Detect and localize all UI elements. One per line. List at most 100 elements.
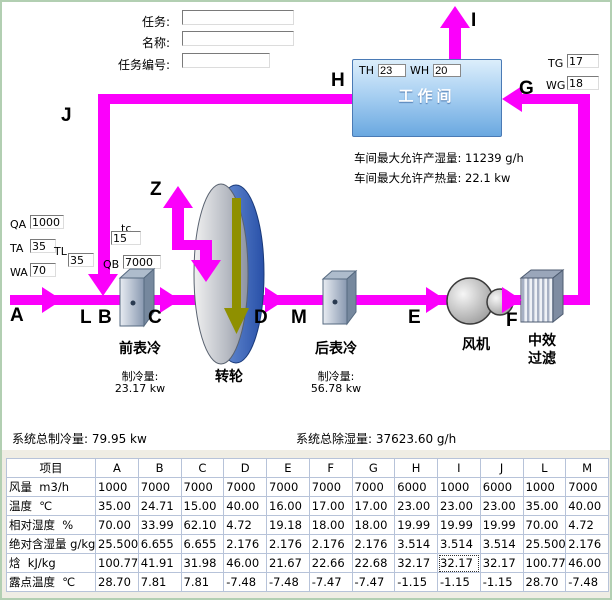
cell-M-row3[interactable]: 2.176 — [565, 534, 609, 554]
cell-F-row5[interactable]: -7.47 — [308, 572, 353, 592]
task-number-input[interactable] — [182, 53, 270, 68]
cell-L-row3[interactable]: 25.500 — [522, 534, 567, 554]
cell-G-row1[interactable]: 17.00 — [351, 496, 396, 516]
cell-E-row4[interactable]: 21.67 — [266, 553, 310, 573]
tg-label: TG — [548, 57, 564, 70]
qa-input[interactable] — [30, 215, 64, 229]
cell-E-row1[interactable]: 16.00 — [266, 496, 310, 516]
cell-C-row0[interactable]: 7000 — [180, 477, 225, 497]
cell-H-row2[interactable]: 19.99 — [394, 515, 438, 535]
cell-I-row2[interactable]: 19.99 — [437, 515, 481, 535]
cell-D-row2[interactable]: 4.72 — [223, 515, 267, 535]
cell-E-row2[interactable]: 19.18 — [266, 515, 310, 535]
cell-B-row4[interactable]: 41.91 — [137, 553, 182, 573]
cell-J-row1[interactable]: 23.00 — [479, 496, 524, 516]
th-input[interactable] — [378, 64, 406, 77]
cell-I-row5[interactable]: -1.15 — [437, 572, 481, 592]
cell-J-row5[interactable]: -1.15 — [479, 572, 524, 592]
node-label-m: M — [291, 307, 307, 328]
node-label-j: J — [61, 105, 72, 126]
cell-A-row0[interactable]: 1000 — [95, 477, 139, 497]
rear-cooler-name: 后表冷 — [315, 341, 357, 357]
cell-A-row4[interactable]: 100.77 — [95, 553, 139, 573]
node-label-i: I — [471, 10, 477, 31]
cell-C-row4[interactable]: 31.98 — [180, 553, 225, 573]
cell-J-row0[interactable]: 6000 — [479, 477, 524, 497]
cell-L-row5[interactable]: 28.70 — [522, 572, 567, 592]
cell-H-row3[interactable]: 3.514 — [394, 534, 438, 554]
cell-J-row4[interactable]: 32.17 — [479, 553, 524, 573]
cell-M-row2[interactable]: 4.72 — [565, 515, 609, 535]
cell-L-row4[interactable]: 100.77 — [522, 553, 567, 573]
cell-A-row2[interactable]: 70.00 — [95, 515, 139, 535]
cell-H-row4[interactable]: 32.17 — [394, 553, 438, 573]
cell-D-row4[interactable]: 46.00 — [223, 553, 267, 573]
wg-input[interactable] — [567, 76, 599, 90]
cell-B-row1[interactable]: 24.71 — [137, 496, 182, 516]
wh-input[interactable] — [433, 64, 462, 77]
name-input[interactable] — [182, 31, 294, 46]
header-cell-L: L — [522, 458, 567, 478]
wa-input[interactable] — [30, 263, 56, 277]
cell-H-row1[interactable]: 23.00 — [394, 496, 438, 516]
cell-G-row3[interactable]: 2.176 — [351, 534, 396, 554]
tg-input[interactable] — [567, 54, 599, 68]
cell-A-row3[interactable]: 25.500 — [95, 534, 139, 554]
cell-G-row0[interactable]: 7000 — [351, 477, 396, 497]
qb-input[interactable] — [123, 255, 161, 269]
cell-G-row2[interactable]: 18.00 — [351, 515, 396, 535]
tl-input[interactable] — [68, 253, 94, 267]
ta-input[interactable] — [30, 239, 56, 253]
cell-B-row5[interactable]: 7.81 — [137, 572, 182, 592]
cell-M-row4[interactable]: 46.00 — [565, 553, 609, 573]
cell-L-row1[interactable]: 35.00 — [522, 496, 567, 516]
cell-B-row2[interactable]: 33.99 — [137, 515, 182, 535]
cell-C-row2[interactable]: 62.10 — [180, 515, 225, 535]
cell-I-row4[interactable]: 32.17 — [437, 553, 481, 573]
cell-F-row0[interactable]: 7000 — [308, 477, 353, 497]
fan-name: 风机 — [462, 337, 490, 353]
cell-E-row3[interactable]: 2.176 — [266, 534, 310, 554]
front-cooler-icon — [118, 267, 156, 328]
cell-B-row0[interactable]: 7000 — [137, 477, 182, 497]
cell-L-row0[interactable]: 1000 — [522, 477, 567, 497]
cell-G-row4[interactable]: 22.68 — [351, 553, 396, 573]
cell-M-row5[interactable]: -7.48 — [565, 572, 609, 592]
pipe-return-j — [98, 94, 110, 277]
cell-I-row1[interactable]: 23.00 — [437, 496, 481, 516]
cell-H-row5[interactable]: -1.15 — [394, 572, 438, 592]
cell-J-row3[interactable]: 3.514 — [479, 534, 524, 554]
name-label: 名称: — [141, 36, 170, 50]
cell-G-row5[interactable]: -7.47 — [351, 572, 396, 592]
cell-C-row1[interactable]: 15.00 — [180, 496, 225, 516]
cell-D-row5[interactable]: -7.48 — [223, 572, 267, 592]
cell-I-row3[interactable]: 3.514 — [437, 534, 481, 554]
task-input[interactable] — [182, 10, 294, 25]
qa-label: QA — [10, 218, 27, 231]
cell-M-row0[interactable]: 7000 — [565, 477, 609, 497]
cell-E-row0[interactable]: 7000 — [266, 477, 310, 497]
cell-B-row3[interactable]: 6.655 — [137, 534, 182, 554]
cell-H-row0[interactable]: 6000 — [394, 477, 438, 497]
cell-I-row0[interactable]: 1000 — [437, 477, 481, 497]
cell-L-row2[interactable]: 70.00 — [522, 515, 567, 535]
cell-F-row4[interactable]: 22.66 — [308, 553, 353, 573]
cell-D-row1[interactable]: 40.00 — [223, 496, 267, 516]
cell-C-row5[interactable]: 7.81 — [180, 572, 225, 592]
cell-F-row3[interactable]: 2.176 — [308, 534, 353, 554]
cell-A-row1[interactable]: 35.00 — [95, 496, 139, 516]
cell-F-row1[interactable]: 17.00 — [308, 496, 353, 516]
cell-A-row5[interactable]: 28.70 — [95, 572, 139, 592]
cell-F-row2[interactable]: 18.00 — [308, 515, 353, 535]
cell-J-row2[interactable]: 19.99 — [479, 515, 524, 535]
cell-C-row3[interactable]: 6.655 — [180, 534, 225, 554]
cell-M-row1[interactable]: 40.00 — [565, 496, 609, 516]
row-label: 绝对含湿量 g/kg — [6, 534, 96, 554]
tc-input[interactable] — [111, 231, 141, 245]
cell-E-row5[interactable]: -7.48 — [266, 572, 310, 592]
cell-D-row3[interactable]: 2.176 — [223, 534, 267, 554]
cell-D-row0[interactable]: 7000 — [223, 477, 267, 497]
